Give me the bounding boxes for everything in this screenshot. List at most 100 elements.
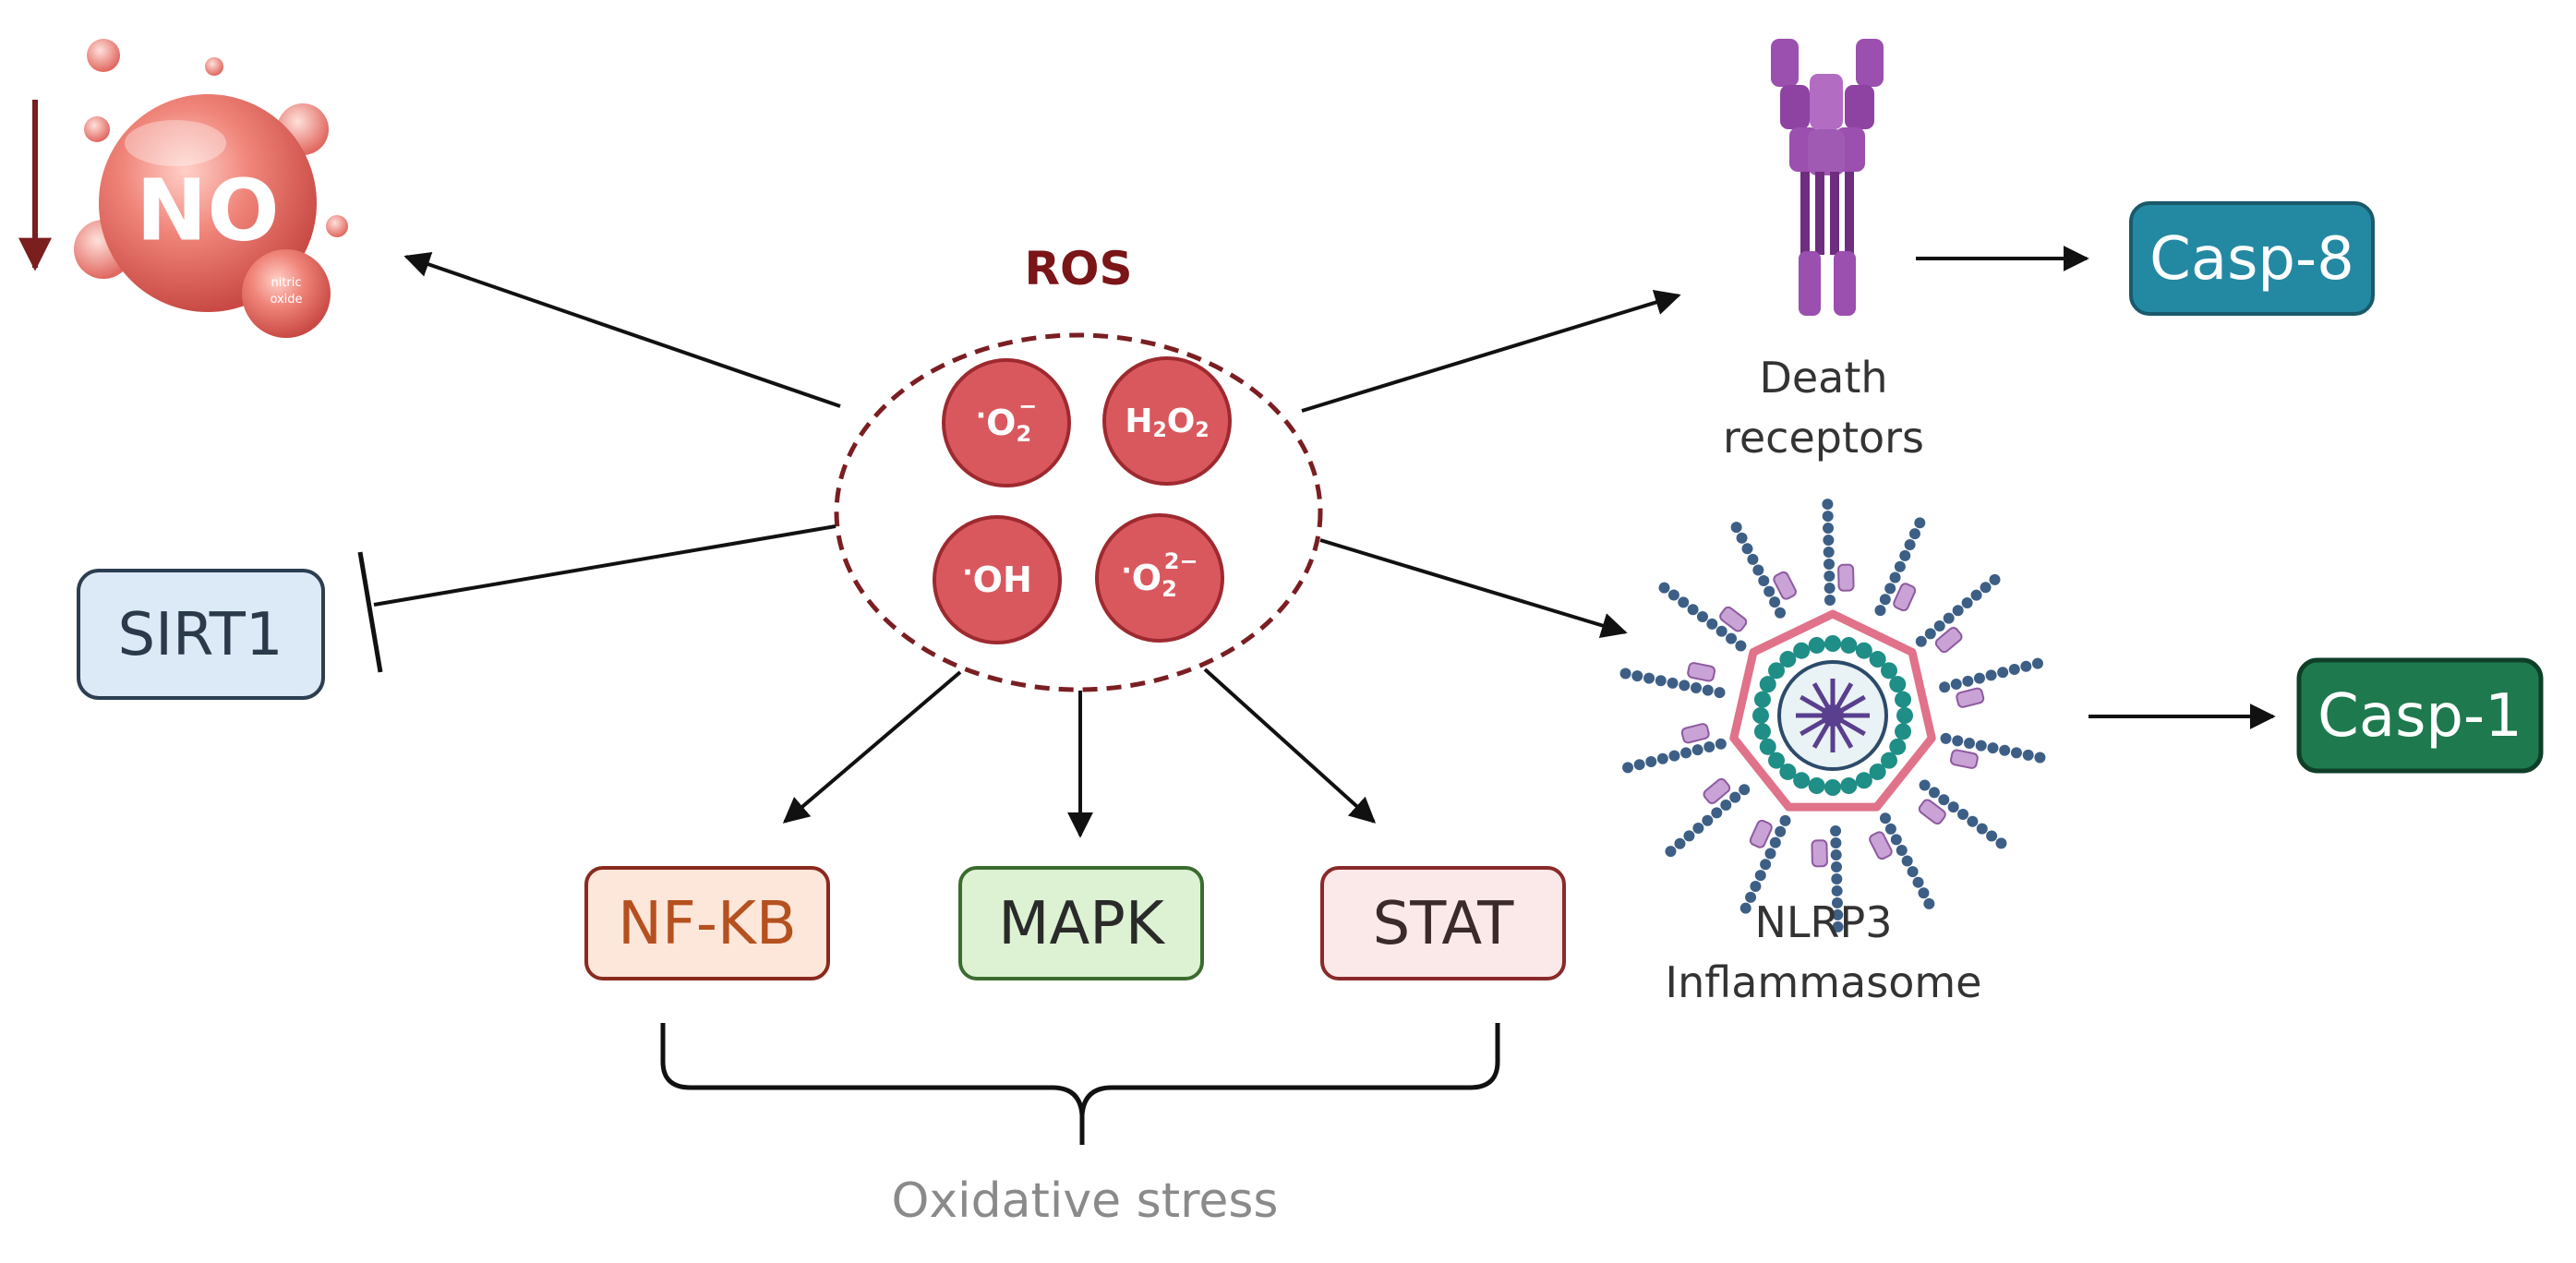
death-receptors-line1: Death bbox=[1759, 353, 1887, 403]
inflammasome-core-bead bbox=[1824, 635, 1841, 652]
casp1-label: Casp-1 bbox=[2317, 682, 2522, 751]
inflammasome-bead bbox=[1832, 908, 1844, 920]
inflammasome-bead bbox=[1830, 836, 1842, 848]
inflammasome-bead bbox=[1692, 823, 1704, 835]
inflammasome-core-bead bbox=[1880, 752, 1897, 769]
inflammasome-core-bead bbox=[1840, 636, 1858, 654]
inflammasome-module bbox=[1703, 777, 1731, 804]
inflammasome-bead bbox=[1691, 744, 1703, 756]
inflammasome-bead bbox=[1980, 582, 1992, 594]
inflammasome-core-bead bbox=[1895, 723, 1912, 740]
inflammasome-bead bbox=[1687, 604, 1699, 616]
inflammasome-bead bbox=[2008, 664, 2020, 676]
inflammasome-bead bbox=[1823, 523, 1835, 535]
inflammasome-bead bbox=[1879, 594, 1891, 606]
nlrp3-line1: NLRP3 bbox=[1754, 897, 1892, 947]
superoxide-label: ·O2− bbox=[976, 393, 1038, 447]
inflammasome-bead bbox=[1962, 675, 1974, 687]
inflammasome-bead bbox=[1745, 891, 1757, 903]
inflammasome-bead bbox=[1823, 559, 1835, 571]
inflammasome-bead bbox=[1747, 553, 1759, 565]
sirt1-label: SIRT1 bbox=[117, 601, 283, 669]
inflammasome-bead bbox=[1739, 784, 1751, 796]
inflammasome-bead bbox=[1769, 596, 1781, 608]
inflammasome-bead bbox=[1656, 752, 1668, 764]
inflammasome-bead bbox=[1952, 605, 1964, 617]
inflammasome-bead bbox=[1735, 640, 1747, 652]
inflammasome-bead bbox=[1831, 860, 1843, 872]
inflammasome-bead bbox=[1919, 779, 1931, 791]
inflammasome-bead bbox=[1918, 887, 1930, 899]
inflammasome-bead bbox=[1750, 880, 1762, 892]
inflammasome-core-bead bbox=[1889, 738, 1907, 755]
inflammasome-bead bbox=[1752, 564, 1764, 576]
inflammasome-bead bbox=[1822, 499, 1834, 511]
inflammasome-bead bbox=[1633, 759, 1645, 771]
inflammasome-core-bead bbox=[1896, 707, 1913, 724]
inflammasome-bead bbox=[1696, 611, 1708, 623]
grouping-brace bbox=[660, 1023, 1500, 1145]
inhibit-ros-to-sirt1 bbox=[373, 524, 837, 607]
inflammasome-bead bbox=[1933, 620, 1945, 632]
inflammasome-bead bbox=[1831, 896, 1843, 908]
inflammasome-bead bbox=[1668, 750, 1680, 762]
inflammasome-bead bbox=[1691, 682, 1703, 694]
inflammasome-core-bead bbox=[1855, 642, 1872, 659]
arrow-ros-to-nfkb bbox=[782, 670, 962, 824]
inflammasome-bead bbox=[2022, 749, 2034, 761]
inflammasome-module bbox=[1893, 583, 1917, 612]
inflammasome-bead bbox=[1739, 902, 1751, 914]
inflammasome-bead bbox=[1655, 675, 1667, 687]
inflammasome-bead bbox=[1894, 560, 1906, 572]
inflammasome-bead bbox=[1967, 815, 1979, 827]
inflammasome-star-center bbox=[1822, 704, 1844, 727]
inflammasome-bead bbox=[1645, 755, 1657, 767]
inflammasome-bead bbox=[1823, 547, 1835, 559]
inflammasome-bead bbox=[1643, 672, 1655, 684]
inflammasome-bead bbox=[1952, 735, 1964, 747]
inflammasome-bead bbox=[2010, 747, 2022, 759]
inflammasome-bead bbox=[1824, 583, 1836, 595]
inflammasome-bead bbox=[1619, 668, 1631, 680]
inflammasome-ring bbox=[1729, 609, 1936, 812]
peroxide-ion-label: ·O22− bbox=[1121, 548, 1198, 602]
inflammasome-bead bbox=[1997, 667, 2009, 679]
inflammasome-bead bbox=[1715, 738, 1727, 750]
inflammasome-bead bbox=[1763, 585, 1776, 597]
inflammasome-bead bbox=[1973, 672, 1985, 684]
inflammasome-core-bead bbox=[1759, 738, 1776, 755]
death-receptor-icon bbox=[1771, 39, 1884, 316]
inflammasome-bead bbox=[1940, 732, 1952, 744]
inflammasome-bead bbox=[1631, 670, 1643, 682]
inflammasome-bead bbox=[1957, 808, 1969, 820]
nlrp3-inflammasome-icon bbox=[1619, 499, 2046, 932]
death-receptors-line2: receptors bbox=[1723, 413, 1924, 463]
inflammasome-module bbox=[1956, 687, 1985, 708]
inflammasome-core-bead bbox=[1753, 691, 1771, 708]
inflammasome-core-bead bbox=[1869, 763, 1886, 780]
pathway-stat-label: STAT bbox=[1373, 890, 1515, 958]
inflammasome-core-bead bbox=[1895, 691, 1912, 708]
inflammasome-bead bbox=[1702, 684, 1714, 696]
arrow-ros-to-no bbox=[403, 251, 841, 408]
inflammasome-bead bbox=[1915, 635, 1927, 647]
inflammasome-core-bead bbox=[1824, 779, 1841, 796]
inflammasome-core-bead bbox=[1768, 752, 1786, 769]
inflammasome-bead bbox=[1924, 628, 1936, 640]
hydroxyl-radical-molecule bbox=[933, 515, 1062, 644]
inflammasome-core-bead bbox=[1768, 662, 1786, 680]
inflammasome-bead bbox=[1726, 632, 1738, 644]
inflammasome-module bbox=[1934, 627, 1963, 654]
inflammasome-bead bbox=[1760, 859, 1772, 871]
inflammasome-bead bbox=[1667, 677, 1679, 689]
inflammasome-bead bbox=[1706, 618, 1718, 630]
peroxide-ion-molecule bbox=[1095, 513, 1224, 643]
inflammasome-bead bbox=[1986, 830, 1998, 842]
inflammasome-bead bbox=[1822, 511, 1834, 523]
inflammasome-module bbox=[1869, 831, 1893, 860]
inflammasome-core-bead bbox=[1779, 763, 1797, 780]
inflammasome-bead bbox=[2034, 752, 2046, 764]
inflammasome-bead bbox=[1889, 571, 1901, 583]
inflammasome-bead bbox=[1943, 612, 1955, 624]
inflammasome-module bbox=[1749, 819, 1773, 848]
